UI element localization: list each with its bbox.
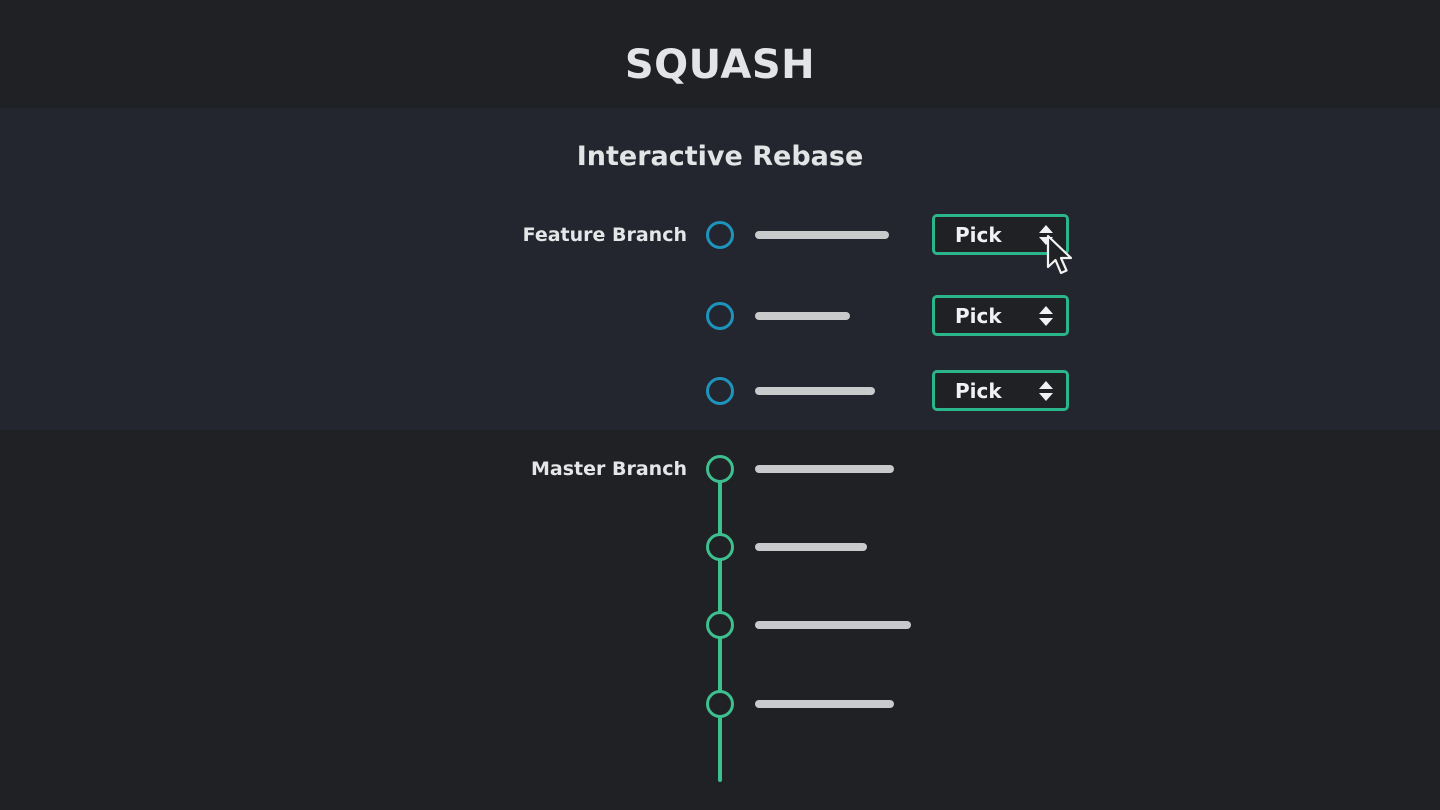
master-commit-node bbox=[706, 533, 734, 561]
up-down-arrows-icon bbox=[1039, 306, 1053, 326]
up-down-arrows-icon bbox=[1039, 225, 1053, 245]
page-title: SQUASH bbox=[624, 42, 816, 88]
commit-action-value: Pick bbox=[955, 223, 1002, 247]
master-commit-node bbox=[706, 690, 734, 718]
master-commit-message bbox=[755, 543, 867, 551]
master-commit-node bbox=[706, 611, 734, 639]
section-subtitle: Interactive Rebase bbox=[576, 141, 864, 172]
feature-commit-node bbox=[706, 377, 734, 405]
master-commit-message bbox=[755, 621, 911, 629]
feature-commit-node bbox=[706, 221, 734, 249]
feature-commit-message bbox=[755, 312, 850, 320]
master-commit-message bbox=[755, 465, 894, 473]
commit-action-select[interactable]: Pick bbox=[932, 295, 1069, 336]
master-commit-node bbox=[706, 455, 734, 483]
commit-action-select[interactable]: Pick bbox=[932, 370, 1069, 411]
commit-action-value: Pick bbox=[955, 379, 1002, 403]
master-commit-message bbox=[755, 700, 894, 708]
master-branch-label: Master Branch bbox=[531, 458, 687, 480]
up-down-arrows-icon bbox=[1039, 381, 1053, 401]
commit-action-value: Pick bbox=[955, 304, 1002, 328]
feature-commit-node bbox=[706, 302, 734, 330]
feature-branch-panel bbox=[0, 108, 1440, 430]
feature-branch-label: Feature Branch bbox=[522, 224, 687, 246]
feature-commit-message bbox=[755, 231, 889, 239]
commit-action-select[interactable]: Pick bbox=[932, 214, 1069, 255]
feature-commit-message bbox=[755, 387, 875, 395]
